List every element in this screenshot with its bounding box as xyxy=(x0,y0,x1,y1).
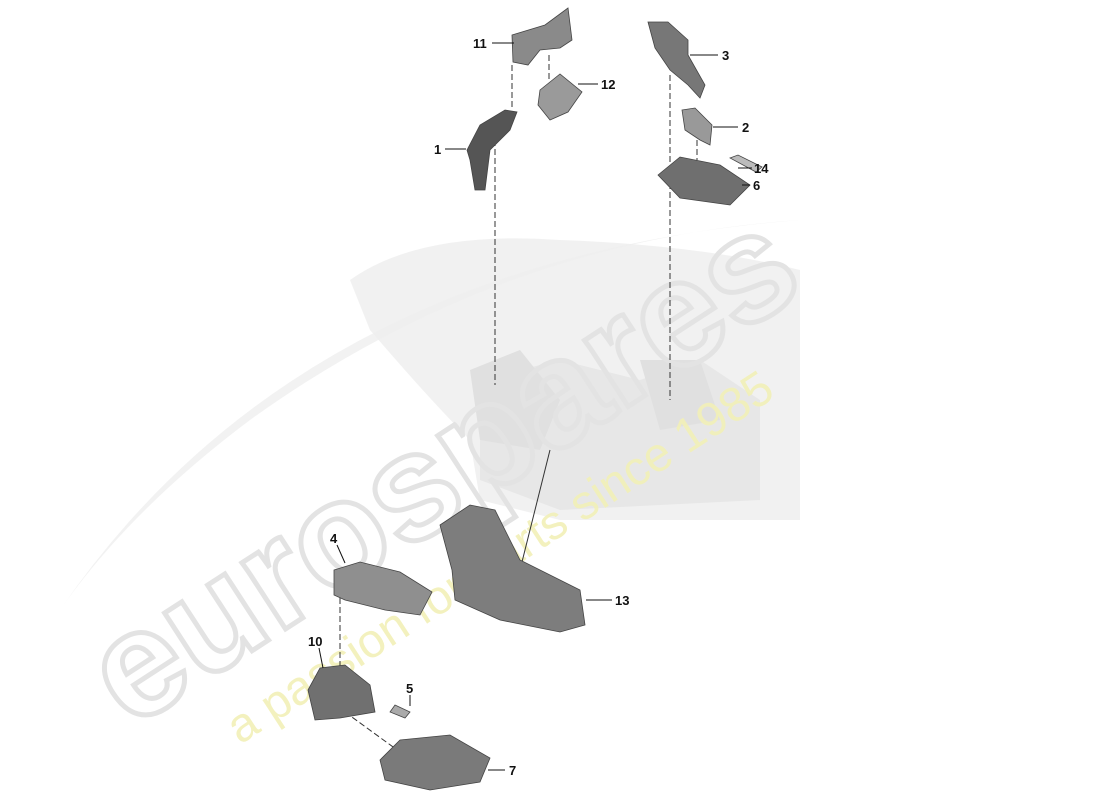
part-10 xyxy=(307,664,376,721)
leader-lines xyxy=(318,42,752,771)
label-5: 5 xyxy=(406,681,413,696)
label-3: 3 xyxy=(722,48,729,63)
label-6: 6 xyxy=(753,178,760,193)
part-4 xyxy=(333,561,433,616)
part-11 xyxy=(511,7,573,66)
part-5 xyxy=(389,704,411,719)
part-2 xyxy=(681,107,713,146)
label-1: 1 xyxy=(434,142,441,157)
part-labels: 11 12 1 3 2 14 6 4 13 10 5 7 xyxy=(308,36,769,778)
label-13: 13 xyxy=(615,593,629,608)
part-3 xyxy=(647,21,706,99)
label-12: 12 xyxy=(601,77,615,92)
parts xyxy=(307,7,763,791)
label-7: 7 xyxy=(509,763,516,778)
part-13 xyxy=(439,504,586,633)
part-6 xyxy=(657,156,751,206)
part-1 xyxy=(466,109,518,191)
part-14 xyxy=(729,154,763,173)
label-2: 2 xyxy=(742,120,749,135)
connector-line-13 xyxy=(519,449,551,571)
part-7 xyxy=(379,734,491,791)
label-14: 14 xyxy=(754,161,769,176)
label-11: 11 xyxy=(473,36,487,51)
part-12 xyxy=(537,73,583,121)
body-shell xyxy=(350,238,800,520)
label-4: 4 xyxy=(330,531,338,546)
label-10: 10 xyxy=(308,634,322,649)
